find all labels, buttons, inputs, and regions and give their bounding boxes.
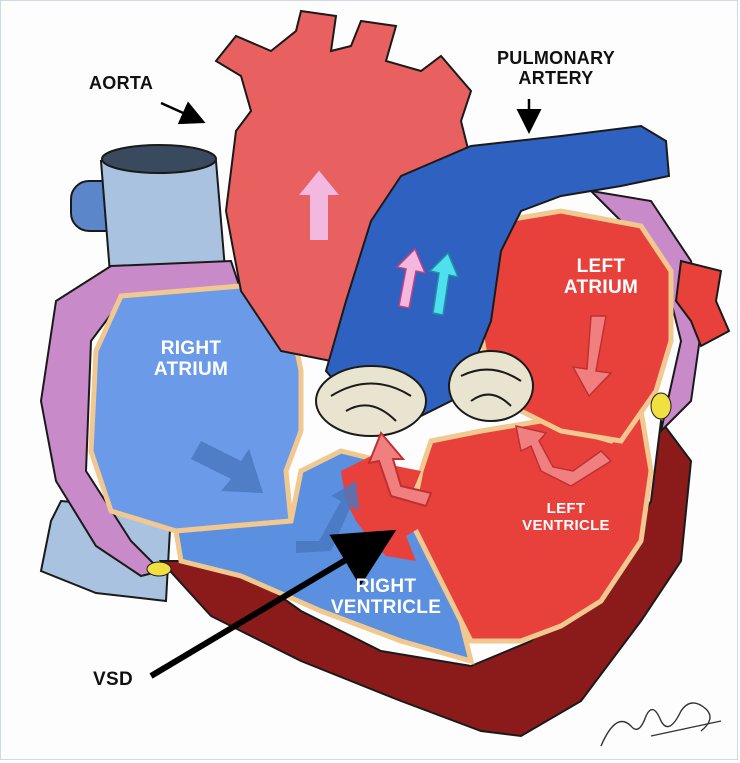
pulmonary-valve xyxy=(315,365,427,437)
left-atrium-label: LEFT ATRIUM xyxy=(563,256,639,299)
right-atrium-label: RIGHT ATRIUM xyxy=(153,338,229,381)
aorta-pointer xyxy=(160,101,206,125)
pulmonary-veins xyxy=(674,259,731,348)
right-atrium-flow-arrow xyxy=(191,441,263,493)
left-ventricle-label: LEFT VENTRICLE xyxy=(522,500,610,534)
right-ventricle-flow-arrow xyxy=(296,481,359,553)
fat-spot-right xyxy=(650,392,672,420)
pulmonary-flow-arrow-pink xyxy=(395,247,427,309)
vsd-label: VSD xyxy=(93,669,133,690)
aortic-valve xyxy=(448,350,534,422)
aorta-label: AORTA xyxy=(89,73,154,93)
vsd-defect xyxy=(341,456,431,561)
artist-signature xyxy=(600,702,722,747)
fat-spot-left xyxy=(146,561,172,577)
vsd-shunt-arrow xyxy=(367,431,433,508)
vsd-pointer xyxy=(149,529,397,679)
aorta-flow-arrow xyxy=(294,167,344,242)
left-ventricle-flow-arrow xyxy=(515,425,613,487)
heart-muscle xyxy=(158,418,693,738)
pulmonary-artery-label: PULMONARY ARTERY xyxy=(496,48,616,89)
left-atrium-flow-arrow xyxy=(571,315,613,398)
pulmonary-flow-arrow-cyan xyxy=(428,251,460,316)
right-ventricle-label: RIGHT VENTRICLE xyxy=(330,576,442,619)
